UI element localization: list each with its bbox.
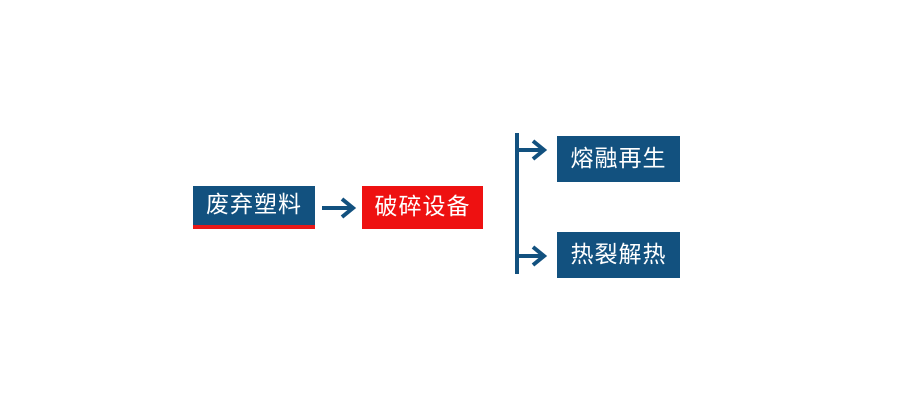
node-process-label: 破碎设备 [374,194,471,220]
node-outcome-top-label: 熔融再生 [570,145,667,172]
node-process-crushing-equipment[interactable]: 破碎设备 [362,186,483,229]
branch-split-arrows-icon [505,128,565,280]
node-outcome-bottom-label: 热裂解热 [570,241,667,268]
node-outcome-pyrolysis-heat[interactable]: 热裂解热 [557,232,680,278]
node-source-label: 废弃塑料 [206,192,302,218]
node-source-waste-plastic[interactable]: 废弃塑料 [193,186,315,229]
node-outcome-melt-regeneration[interactable]: 熔融再生 [557,136,680,182]
arrow-right-icon [320,192,360,224]
